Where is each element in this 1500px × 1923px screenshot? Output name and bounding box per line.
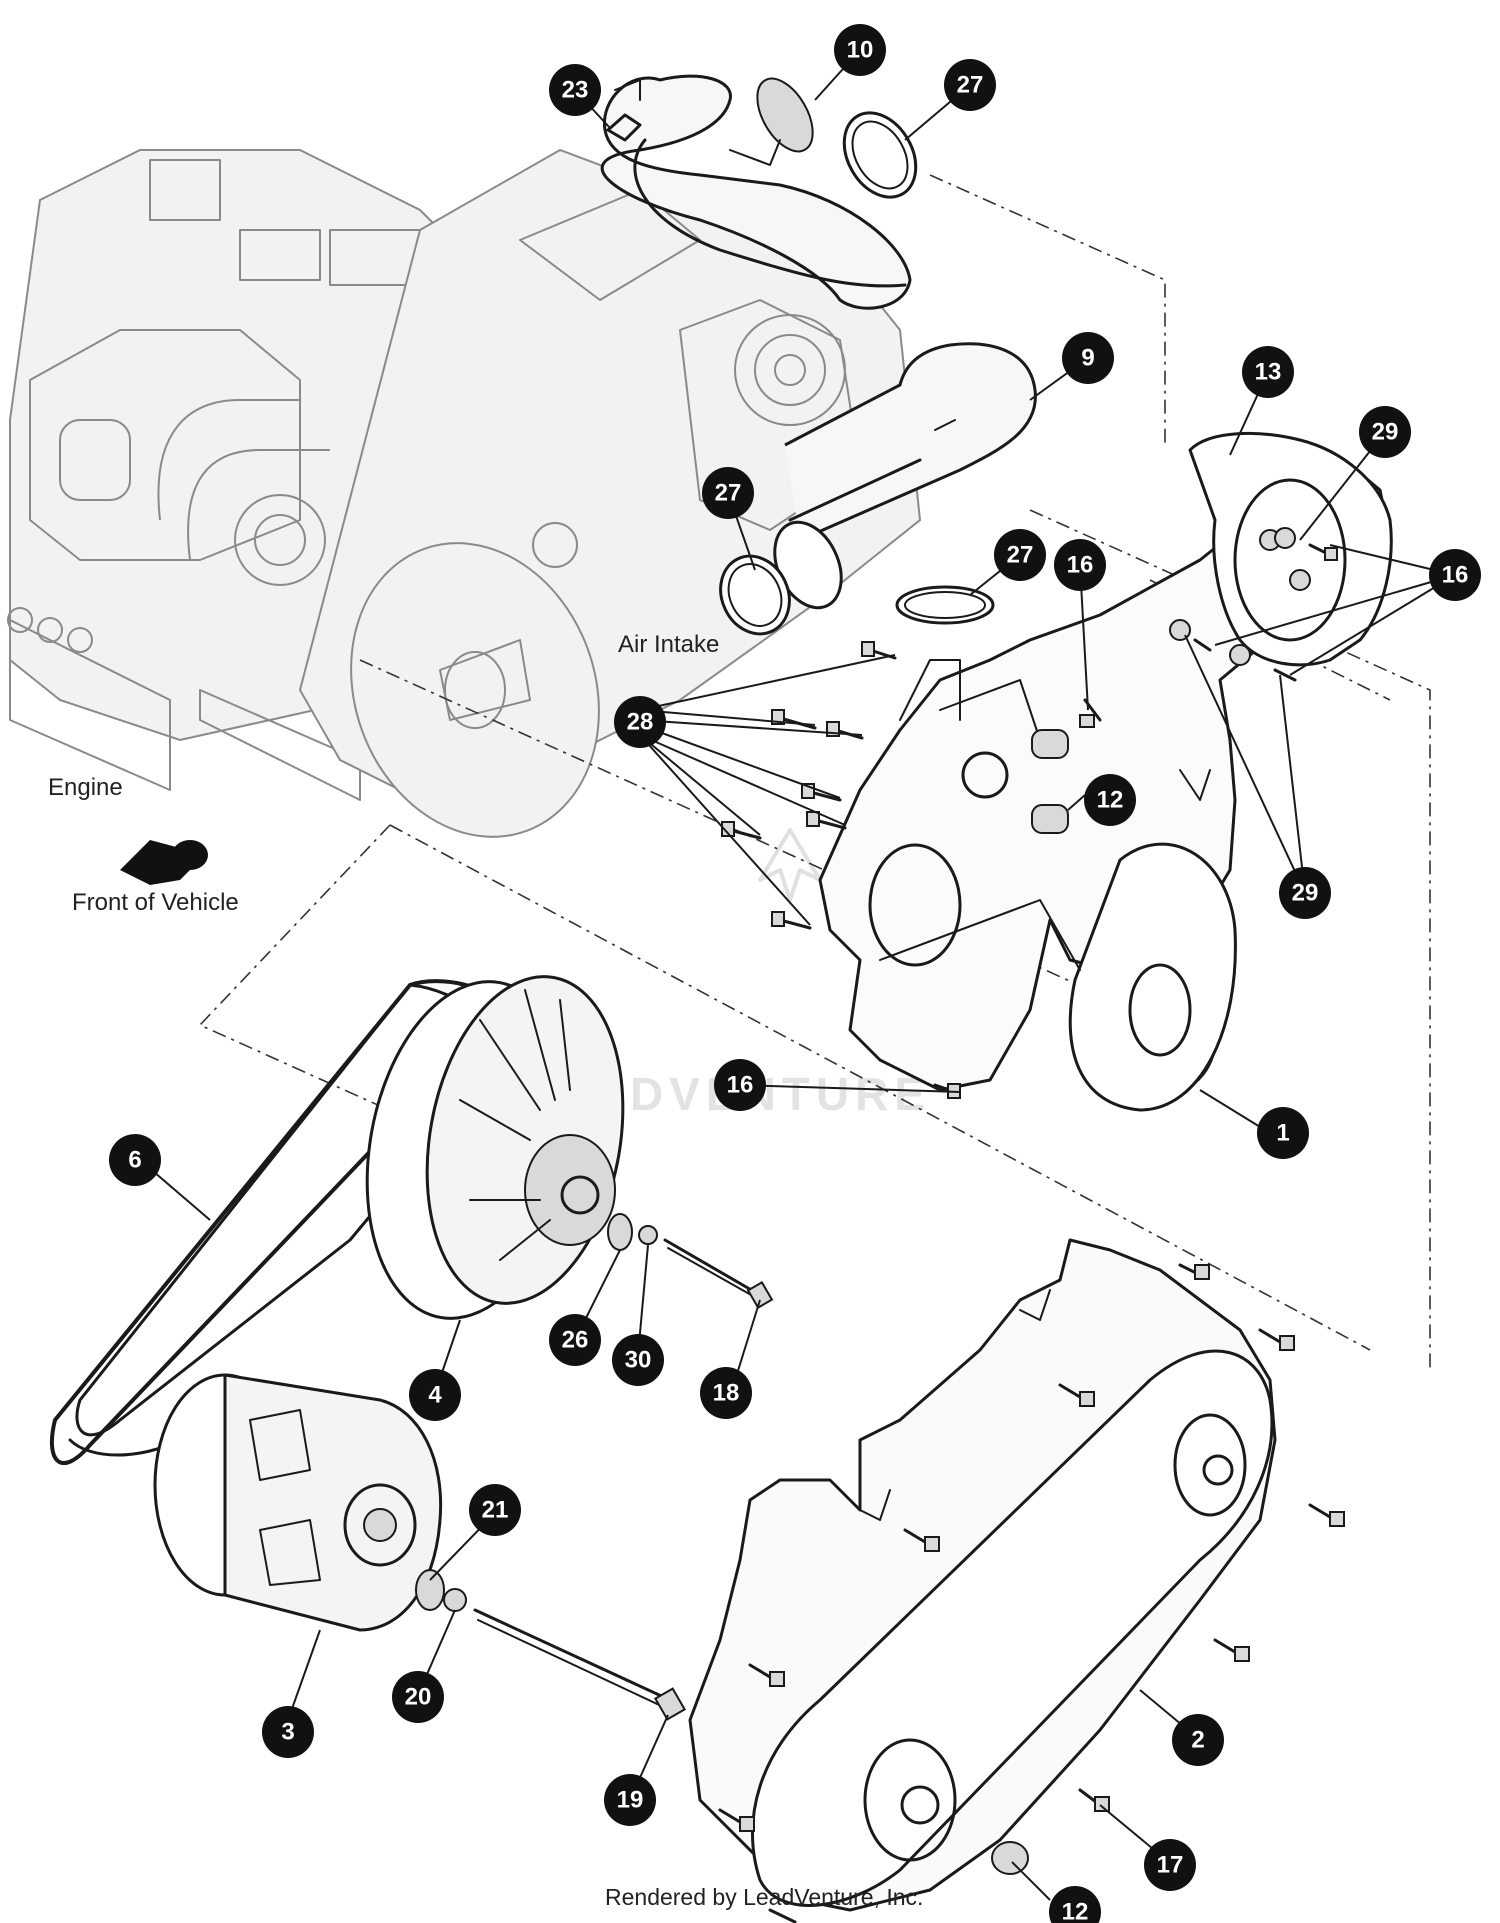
svg-text:21: 21	[482, 1497, 509, 1524]
callout-27-left: 27	[702, 467, 754, 519]
callout-2: 2	[1172, 1714, 1224, 1766]
intake-duct-upper	[600, 74, 912, 310]
svg-text:26: 26	[562, 1327, 589, 1354]
svg-text:12: 12	[1062, 1899, 1089, 1923]
callout-27-top: 27	[944, 59, 996, 111]
svg-text:10: 10	[847, 37, 874, 64]
hardware-26-30-18	[607, 1213, 774, 1310]
svg-text:3: 3	[281, 1719, 294, 1746]
svg-text:23: 23	[562, 77, 589, 104]
hose-clamp-23	[606, 113, 642, 142]
callout-1: 1	[1257, 1107, 1309, 1159]
callout-21: 21	[469, 1484, 521, 1536]
inner-cover-rear-housing-13	[1188, 432, 1393, 667]
cover-screws-17	[718, 1263, 1345, 1923]
svg-text:27: 27	[715, 480, 742, 507]
callout-9: 9	[1062, 332, 1114, 384]
engine-block	[7, 148, 922, 838]
callout-18: 18	[700, 1367, 752, 1419]
svg-text:6: 6	[128, 1147, 141, 1174]
callout-17: 17	[1144, 1839, 1196, 1891]
callout-23: 23	[549, 64, 601, 116]
callout-29-lower: 29	[1279, 867, 1331, 919]
callout-16-upper: 16	[1054, 539, 1106, 591]
grommet-12-lower	[991, 1841, 1029, 1875]
svg-text:9: 9	[1081, 345, 1094, 372]
svg-text:29: 29	[1372, 419, 1399, 446]
hose-clamp-27-center	[895, 585, 995, 625]
callout-12-lower: 12	[1049, 1886, 1101, 1923]
callout-10: 10	[834, 24, 886, 76]
callout-4: 4	[409, 1369, 461, 1421]
engine-label: Engine	[48, 774, 123, 801]
callout-26: 26	[549, 1314, 601, 1366]
svg-text:13: 13	[1255, 359, 1282, 386]
svg-text:12: 12	[1097, 787, 1124, 814]
hose-clamp-27-top	[842, 111, 918, 199]
credit-label: Rendered by LeadVenture, Inc.	[605, 1884, 923, 1910]
callout-27-center: 27	[994, 529, 1046, 581]
callout-6: 6	[109, 1134, 161, 1186]
hardware-21-20-19	[415, 1569, 687, 1721]
secondary-clutch-4	[365, 975, 625, 1320]
svg-text:16: 16	[1442, 562, 1469, 589]
svg-text:20: 20	[405, 1684, 432, 1711]
hose-clamp-27-left	[719, 554, 791, 636]
front-of-vehicle-label: Front of Vehicle	[72, 889, 239, 916]
outer-clutch-cover-2	[688, 1238, 1277, 1912]
svg-text:30: 30	[625, 1347, 652, 1374]
svg-text:16: 16	[1067, 552, 1094, 579]
svg-text:4: 4	[428, 1382, 442, 1409]
bolts-28	[721, 641, 897, 930]
grommet-12-upper	[1031, 729, 1069, 834]
svg-text:19: 19	[617, 1787, 644, 1814]
svg-text:18: 18	[713, 1380, 740, 1407]
callout-20: 20	[392, 1671, 444, 1723]
svg-text:28: 28	[627, 709, 654, 736]
callout-28: 28	[614, 696, 666, 748]
svg-text:1: 1	[1276, 1120, 1289, 1147]
callout-16-lower: 16	[714, 1059, 766, 1111]
intake-tube-9	[773, 342, 1037, 610]
callout-12-upper: 12	[1084, 774, 1136, 826]
callout-13: 13	[1242, 346, 1294, 398]
callout-29-top: 29	[1359, 406, 1411, 458]
callout-30: 30	[612, 1334, 664, 1386]
svg-text:27: 27	[957, 72, 984, 99]
primary-clutch-3	[153, 1373, 443, 1632]
svg-text:17: 17	[1157, 1852, 1184, 1879]
callout-19: 19	[604, 1774, 656, 1826]
air-intake-label: Air Intake	[618, 631, 719, 658]
callout-3: 3	[262, 1706, 314, 1758]
svg-text:2: 2	[1191, 1727, 1204, 1754]
svg-text:27: 27	[1007, 542, 1034, 569]
callout-16-right: 16	[1429, 549, 1481, 601]
front-arrow-icon	[120, 840, 208, 885]
svg-text:29: 29	[1292, 880, 1319, 907]
svg-text:16: 16	[727, 1072, 754, 1099]
bolts-16	[933, 543, 1338, 1099]
